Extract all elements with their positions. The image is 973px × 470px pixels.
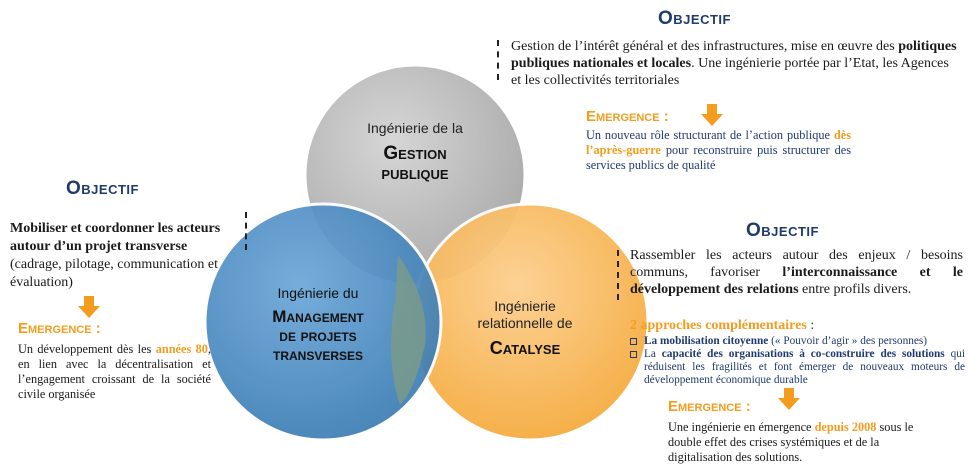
- gestion-line1: Ingénierie de la: [367, 120, 463, 136]
- right-emerg-highlight: depuis 2008: [814, 420, 877, 434]
- management-label: Ingénierie du Management de projets tran…: [238, 285, 398, 364]
- management-line1: Ingénierie du: [277, 285, 359, 301]
- top-description: Gestion de l’intérêt général et des infr…: [511, 38, 961, 89]
- list-item: La mobilisation citoyenne (« Pouvoir d’a…: [630, 335, 965, 348]
- top-emerg-2: pour reconstruire puis structurer des se…: [586, 143, 851, 172]
- right-item1-bold: La mobilisation citoyenne: [644, 335, 769, 347]
- right-approches-title: 2 approches complémentaires :: [630, 318, 814, 334]
- management-line2: Management: [272, 307, 364, 326]
- right-objectif-title: Objectif: [746, 220, 819, 241]
- right-text-bold-1: l’interconnaissance et le développement …: [630, 265, 963, 297]
- top-objectif-title: Objectif: [658, 8, 731, 29]
- left-down-arrow-icon: [78, 296, 100, 318]
- right-divider: [617, 250, 619, 300]
- circle-management: [203, 202, 443, 442]
- left-divider: [245, 212, 247, 250]
- top-text-2: . Une ingénierie portée par l’Etat, les …: [511, 56, 949, 88]
- left-emergence-label: Emergence :: [18, 320, 101, 337]
- right-item2-1: La: [644, 348, 662, 360]
- right-emergence-label: Emergence :: [668, 398, 751, 415]
- right-approches-list: La mobilisation citoyenne (« Pouvoir d’a…: [630, 335, 965, 387]
- right-item2-rest: qui réduisent les fragilités et font éme…: [644, 348, 966, 386]
- left-text-bold: Mobiliser et coordonner les acteurs auto…: [10, 221, 221, 254]
- right-emerg-1: Une ingénierie en émergence: [668, 420, 815, 434]
- gestion-label: Ingénierie de la Gestion publique: [340, 120, 490, 184]
- gestion-line3: publique: [381, 163, 449, 184]
- left-text-2: (cadrage, pilotage, communication et éva…: [10, 257, 218, 290]
- left-emerg-1: Un développement dès les: [18, 342, 156, 356]
- right-approches-label: 2 approches complémentaires: [630, 318, 807, 333]
- catalyse-line1: Ingénierie: [494, 298, 556, 314]
- top-emerg-1: Un nouveau rôle structurant de l’action …: [586, 128, 834, 142]
- left-emergence-text: Un développement dès les années 80, en l…: [18, 342, 211, 402]
- right-down-arrow-icon: [778, 388, 800, 410]
- management-line3: de projets: [279, 326, 357, 345]
- left-description: Mobiliser et coordonner les acteurs auto…: [10, 220, 235, 292]
- left-objectif-title: Objectif: [66, 178, 139, 199]
- right-description: Rassembler les acteurs autour des enjeux…: [630, 247, 963, 298]
- right-text-2: entre profils divers.: [798, 282, 912, 297]
- top-emerg-highlight: dès l’après-guerre: [586, 128, 851, 157]
- right-item1-rest: (« Pouvoir d’agir » des personnes): [768, 335, 928, 347]
- top-text-1: Gestion de l’intérêt général et des infr…: [511, 39, 899, 54]
- top-emergence-text: Un nouveau rôle structurant de l’action …: [586, 128, 851, 173]
- catalyse-line3: Catalyse: [489, 338, 561, 358]
- top-emergence-label: Emergence :: [586, 108, 669, 125]
- right-text-1: Rassembler les acteurs autour des enjeux…: [630, 248, 963, 280]
- left-emerg-2: , en lien avec la décentralisation et l’…: [18, 342, 211, 401]
- catalyse-label: Ingénierie relationnelle de Catalyse: [460, 298, 590, 359]
- top-text-bold: politiques publiques nationales et local…: [511, 39, 957, 71]
- right-emerg-2: sous le double effet des crises systémiq…: [668, 420, 914, 464]
- right-approches-colon: :: [806, 318, 815, 333]
- list-item: La capacité des organisations à co-const…: [630, 348, 965, 387]
- gestion-line2: Gestion: [383, 143, 447, 164]
- management-line4: transverses: [272, 345, 364, 364]
- overlap-center: [391, 255, 426, 405]
- top-divider: [497, 40, 499, 80]
- right-item2-bold: capacité des organisations à co-construi…: [661, 348, 945, 360]
- right-emergence-text: Une ingénierie en émergence depuis 2008 …: [668, 420, 918, 465]
- left-emerg-highlight: années 80: [155, 342, 208, 356]
- top-down-arrow-icon: [701, 104, 723, 126]
- catalyse-line2: relationnelle de: [477, 315, 573, 331]
